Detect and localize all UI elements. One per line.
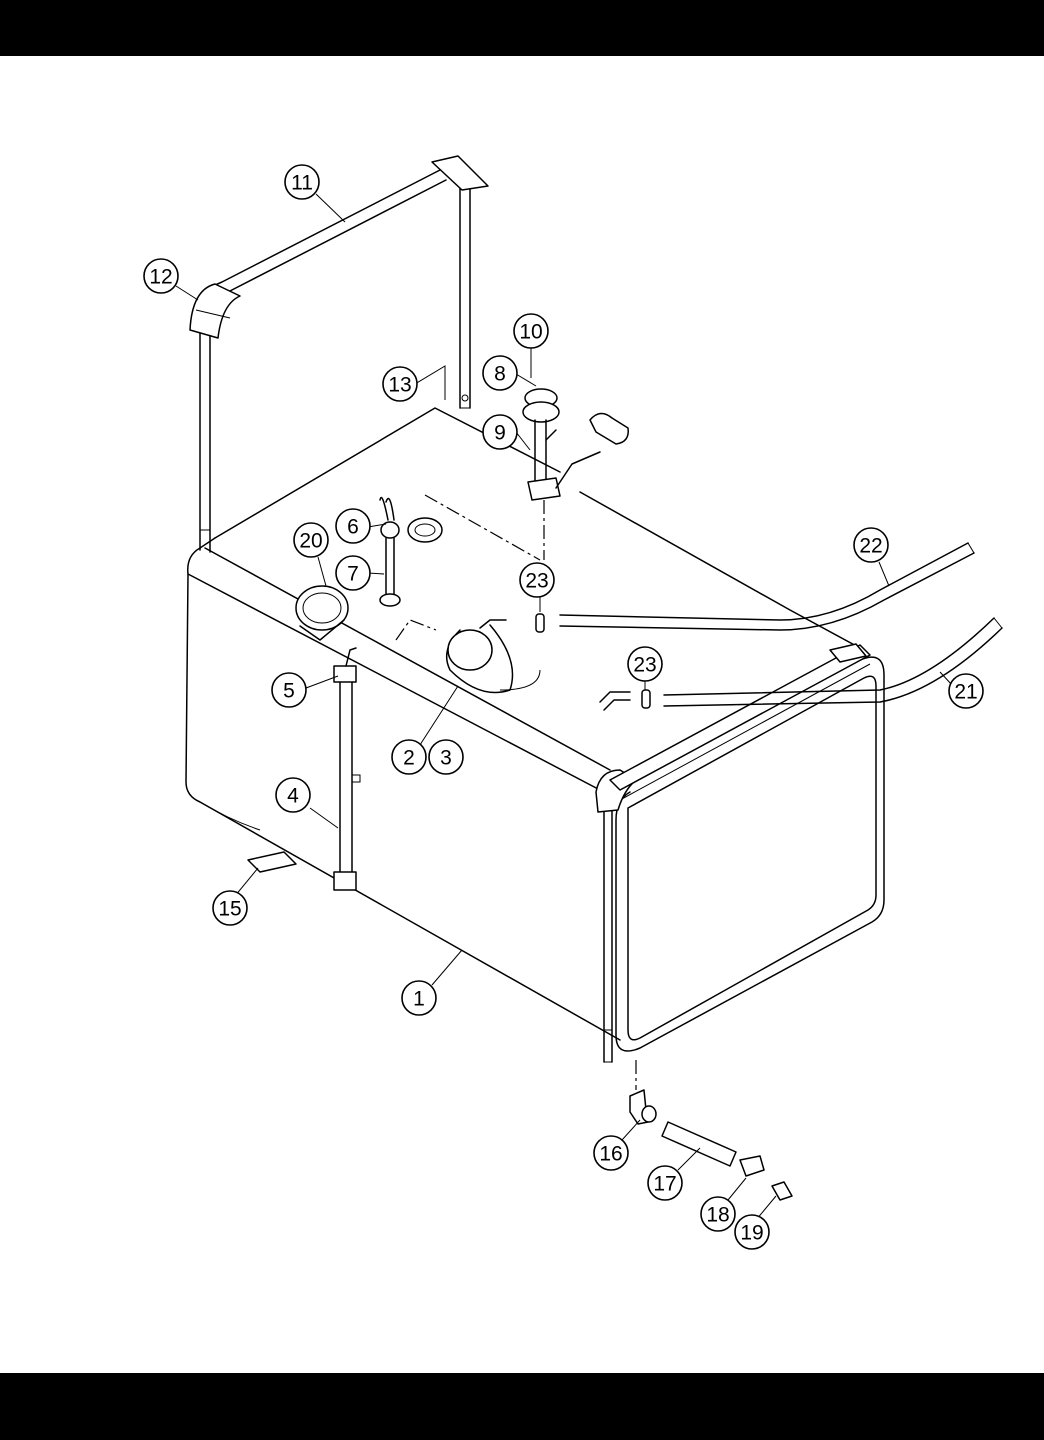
callout-8: 8	[483, 356, 517, 390]
svg-text:1: 1	[413, 988, 425, 1011]
svg-text:19: 19	[740, 1222, 763, 1245]
filler-neck	[296, 586, 540, 693]
svg-text:9: 9	[494, 422, 506, 445]
callout-11: 11	[285, 165, 319, 199]
callout-6: 6	[336, 509, 370, 543]
svg-text:20: 20	[299, 530, 322, 553]
svg-text:23: 23	[633, 654, 656, 677]
svg-text:12: 12	[149, 266, 172, 289]
callout-2: 2	[392, 740, 426, 774]
svg-text:6: 6	[347, 516, 359, 539]
callout-16: 16	[594, 1136, 628, 1170]
callout-12: 12	[144, 259, 178, 293]
svg-text:21: 21	[954, 681, 977, 704]
fuel-tank	[186, 408, 884, 1062]
callout-3: 3	[429, 740, 463, 774]
svg-text:18: 18	[706, 1204, 729, 1227]
support-pad	[248, 852, 296, 872]
callout-20: 20	[294, 523, 328, 557]
svg-text:22: 22	[859, 535, 882, 558]
drain-plug-parts	[380, 495, 540, 606]
fuel-hoses	[536, 543, 1002, 710]
callout-23-lower: 23	[628, 647, 662, 681]
svg-text:11: 11	[291, 172, 313, 195]
callout-1: 1	[402, 981, 436, 1015]
callout-9: 9	[483, 415, 517, 449]
callout-23-upper: 23	[520, 563, 554, 597]
svg-text:23: 23	[525, 570, 548, 593]
tank-strap	[190, 156, 488, 552]
callout-10: 10	[514, 314, 548, 348]
svg-text:3: 3	[440, 747, 452, 770]
callout-13: 13	[383, 367, 417, 401]
svg-text:17: 17	[653, 1173, 676, 1196]
svg-text:15: 15	[218, 898, 241, 921]
svg-text:7: 7	[347, 563, 359, 586]
svg-text:10: 10	[519, 321, 542, 344]
callout-17: 17	[648, 1166, 682, 1200]
callout-21: 21	[949, 674, 983, 708]
callout-22: 22	[854, 528, 888, 562]
svg-text:16: 16	[599, 1143, 622, 1166]
svg-text:5: 5	[283, 680, 295, 703]
sight-gauge-tube	[334, 648, 360, 890]
callout-18: 18	[701, 1197, 735, 1231]
callout-4: 4	[276, 778, 310, 812]
svg-text:13: 13	[388, 374, 411, 397]
fuel-gauge-sender	[523, 389, 628, 560]
callout-5: 5	[272, 673, 306, 707]
callout-19: 19	[735, 1215, 769, 1249]
svg-text:8: 8	[494, 363, 506, 386]
callout-7: 7	[336, 556, 370, 590]
svg-text:2: 2	[403, 747, 415, 770]
svg-text:4: 4	[287, 785, 299, 808]
callout-15: 15	[213, 891, 247, 925]
